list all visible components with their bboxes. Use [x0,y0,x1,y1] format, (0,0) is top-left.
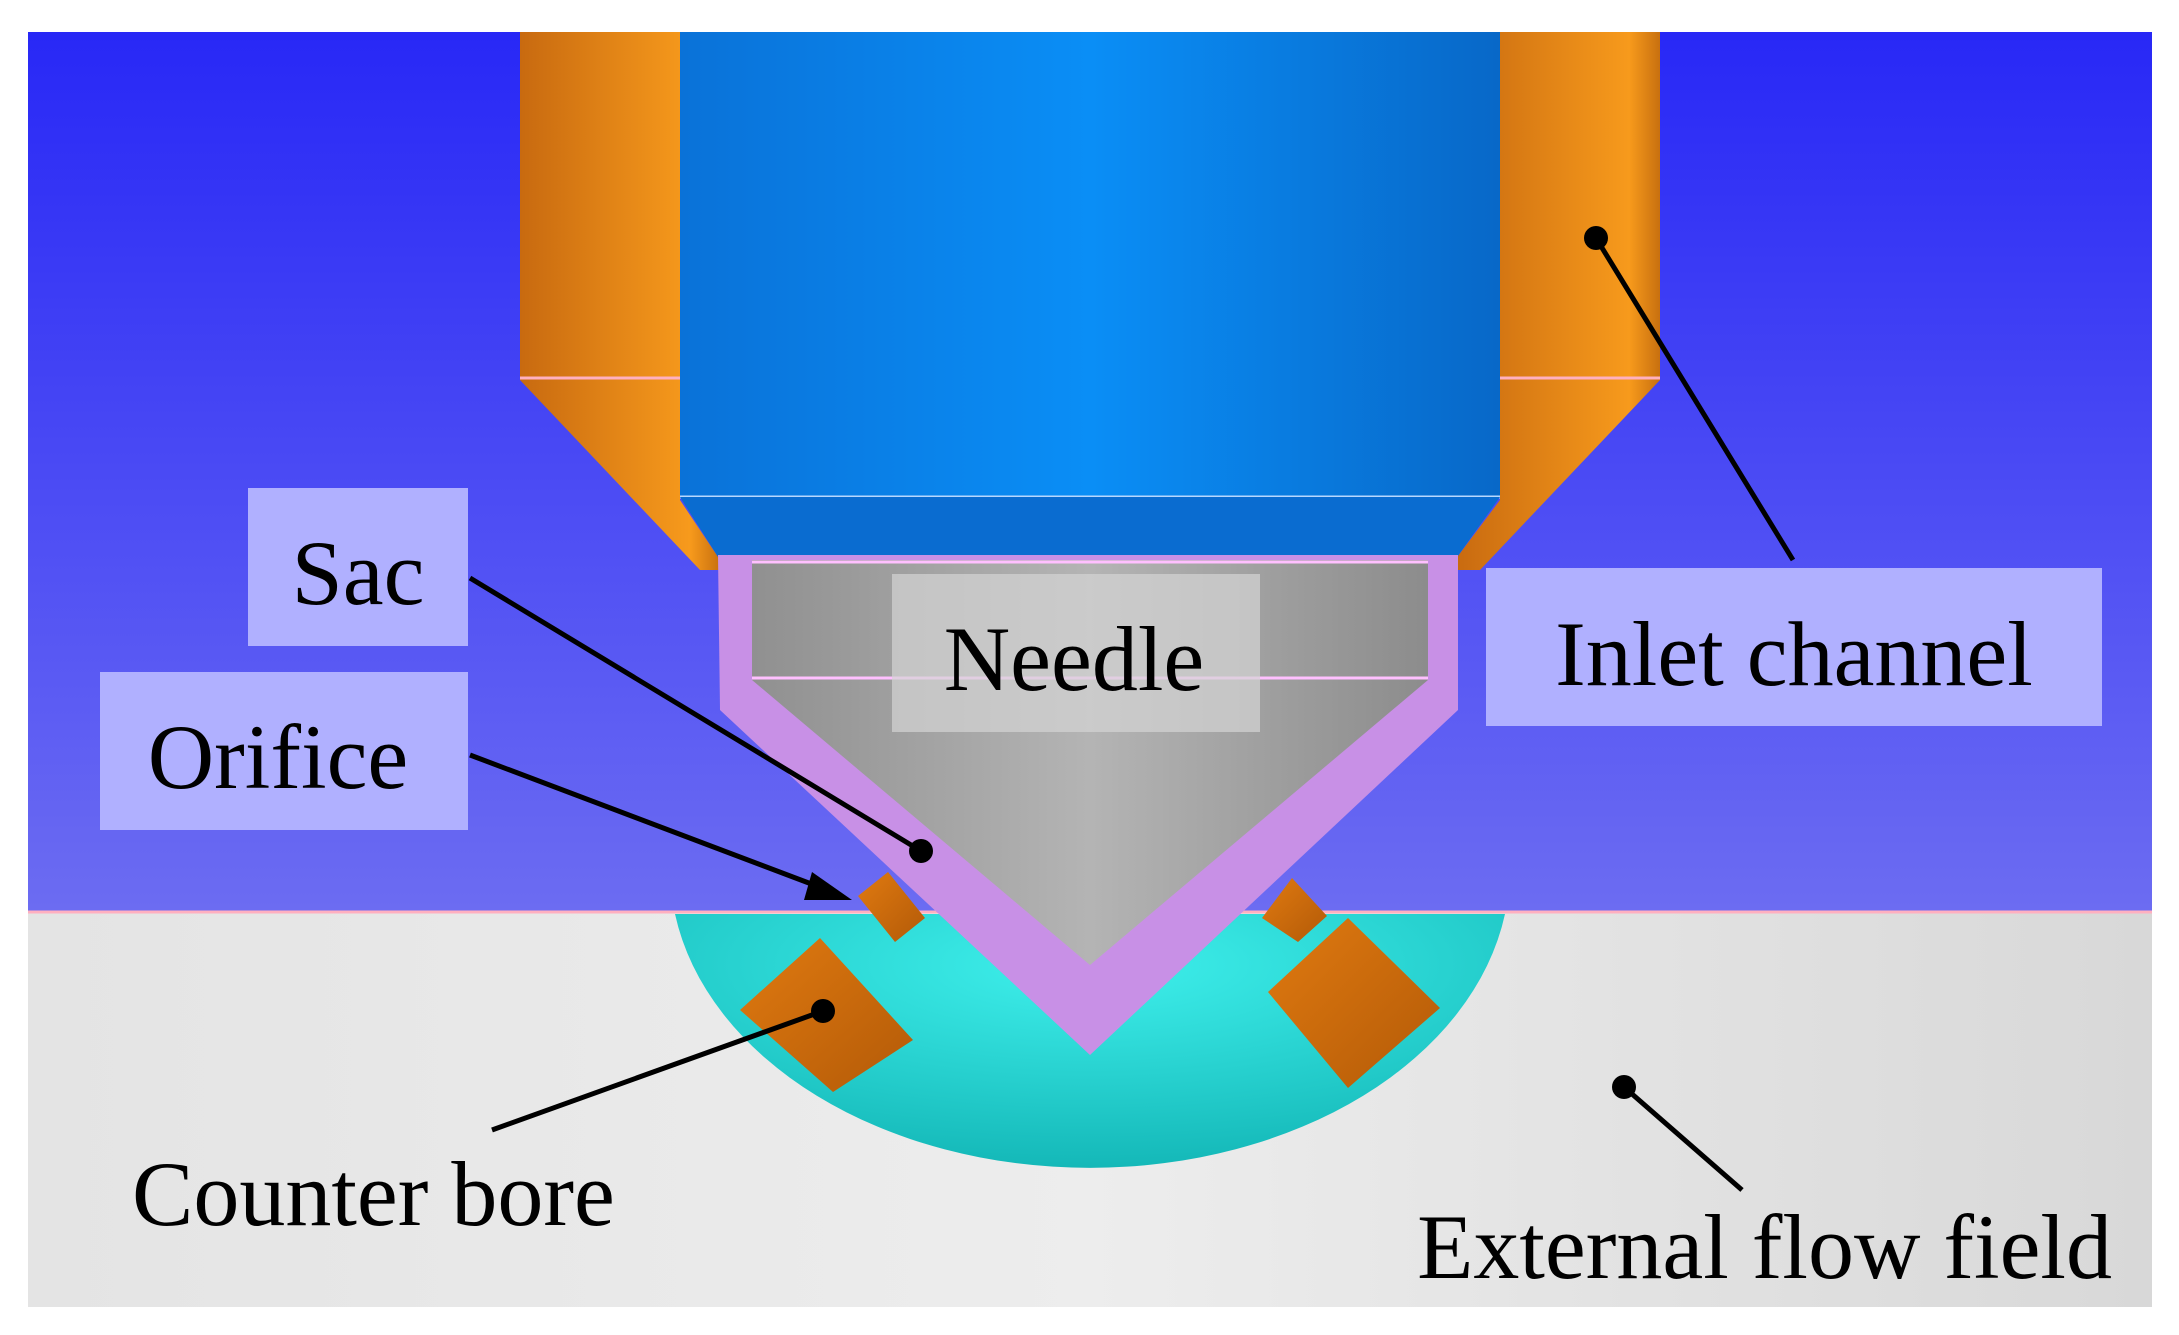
orifice-right [1262,878,1440,1088]
needle-shoulder [680,497,1500,560]
orifice-label-box [100,672,468,830]
orifice-label: Orifice [148,706,409,808]
inlet-channel-left [520,32,720,570]
inlet-channel-right [1455,32,1660,570]
leader-sac [468,575,933,863]
needle-label-box [892,574,1260,732]
external-flow-field-label: External flow field [1417,1196,2112,1298]
counter-bore-label: Counter bore [132,1143,615,1245]
inlet-channel-label-box [1486,568,2102,726]
inlet-channel-label: Inlet channel [1555,603,2033,705]
needle-label: Needle [944,608,1205,710]
leader-counter-bore [491,999,835,1133]
sac-label-box [248,488,468,646]
leader-external-flow-field [1612,1075,1744,1192]
needle-body [680,32,1500,497]
leader-orifice [469,752,852,900]
sac-label: Sac [292,522,425,624]
leader-inlet-channel [1584,226,1796,562]
